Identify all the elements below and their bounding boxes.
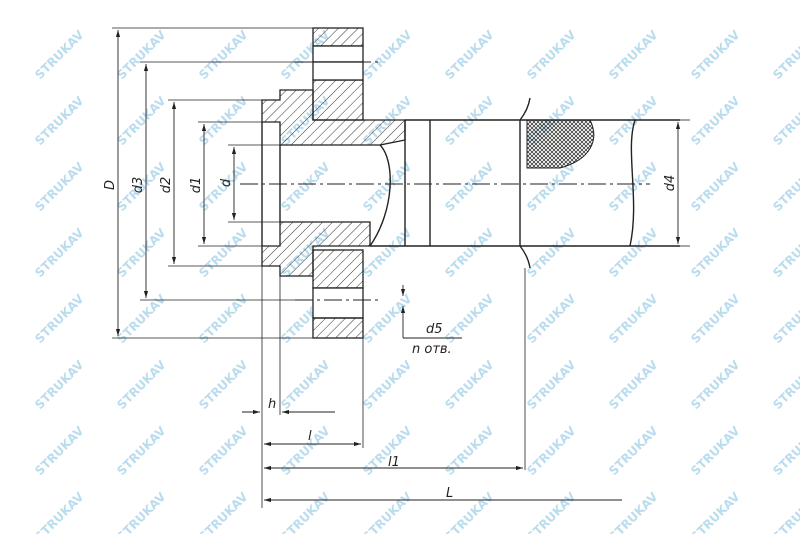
watermark-text: STRUKAV xyxy=(688,423,743,478)
watermark-text: STRUKAV xyxy=(524,291,579,346)
watermark-text: STRUKAV xyxy=(278,357,333,412)
watermark-text: STRUKAV xyxy=(770,93,800,148)
watermark-text: STRUKAV xyxy=(442,357,497,412)
extension-lines xyxy=(112,27,690,508)
watermark-text: STRUKAV xyxy=(196,27,251,82)
watermark-text: STRUKAV xyxy=(770,225,800,280)
watermark-text: STRUKAV xyxy=(688,93,743,148)
watermark-text: STRUKAV xyxy=(606,423,661,478)
label-D: D xyxy=(103,180,118,190)
watermark-text: STRUKAV xyxy=(32,27,87,82)
watermark-text: STRUKAV xyxy=(360,27,415,82)
watermark-text: STRUKAV xyxy=(770,357,800,412)
watermark-text: STRUKAV xyxy=(688,489,743,534)
label-n-holes: n отв. xyxy=(412,342,452,357)
watermark-text: STRUKAV xyxy=(606,27,661,82)
watermark-text: STRUKAV xyxy=(524,27,579,82)
watermark-text: STRUKAV xyxy=(32,291,87,346)
watermark-text: STRUKAV xyxy=(606,225,661,280)
watermark-text: STRUKAV xyxy=(196,357,251,412)
label-d5: d5 xyxy=(426,322,443,337)
watermark-text: STRUKAV xyxy=(32,423,87,478)
label-d4: d4 xyxy=(663,175,678,192)
watermark-text: STRUKAV xyxy=(606,489,661,534)
watermark-text: STRUKAV xyxy=(32,489,87,534)
crosshatch-fill xyxy=(526,119,595,169)
watermark-text: STRUKAV xyxy=(114,357,169,412)
watermark-text: STRUKAV xyxy=(114,93,169,148)
watermark-text: STRUKAV xyxy=(32,93,87,148)
watermark-text: STRUKAV xyxy=(770,489,800,534)
label-d2: d2 xyxy=(159,177,174,194)
watermark-text: STRUKAV xyxy=(770,291,800,346)
watermark-text: STRUKAV xyxy=(770,423,800,478)
watermark-text: STRUKAV xyxy=(524,225,579,280)
watermark-text: STRUKAV xyxy=(524,489,579,534)
watermark-text: STRUKAV xyxy=(770,27,800,82)
watermark-text: STRUKAV xyxy=(114,27,169,82)
label-h: h xyxy=(268,397,276,412)
watermark-text: STRUKAV xyxy=(606,291,661,346)
flange-section xyxy=(261,27,406,339)
watermark-text: STRUKAV xyxy=(360,357,415,412)
watermark-text: STRUKAV xyxy=(688,357,743,412)
watermark-text: STRUKAV xyxy=(688,225,743,280)
watermark-text: STRUKAV xyxy=(606,357,661,412)
watermark-text: STRUKAV xyxy=(32,225,87,280)
watermark-text: STRUKAV xyxy=(196,489,251,534)
label-l: l xyxy=(308,429,312,444)
watermark-text: STRUKAV xyxy=(32,357,87,412)
watermark-layer: STRUKAV STRUKAV STRUKAV STRUKAV STRUKAV STRUK… xyxy=(32,27,800,534)
watermark-text: STRUKAV xyxy=(524,357,579,412)
watermark-text: STRUKAV xyxy=(196,93,251,148)
watermark-text: STRUKAV xyxy=(196,423,251,478)
watermark-text: STRUKAV xyxy=(442,159,497,214)
watermark-text: STRUKAV xyxy=(524,423,579,478)
watermark-text: STRUKAV xyxy=(688,291,743,346)
watermark-text: STRUKAV xyxy=(770,159,800,214)
label-d1: d1 xyxy=(189,177,204,194)
dimension-lines xyxy=(115,30,681,503)
watermark-text: STRUKAV xyxy=(360,489,415,534)
watermark-text: STRUKAV xyxy=(32,159,87,214)
watermark-text: STRUKAV xyxy=(688,27,743,82)
label-l1: l1 xyxy=(388,455,400,470)
watermark-text: STRUKAV xyxy=(688,159,743,214)
watermark-text: STRUKAV xyxy=(278,489,333,534)
label-L: L xyxy=(446,486,453,501)
watermark-text: STRUKAV xyxy=(114,225,169,280)
watermark-text: STRUKAV xyxy=(114,423,169,478)
watermark-text: STRUKAV xyxy=(114,489,169,534)
watermark-text: STRUKAV xyxy=(442,423,497,478)
watermark-text: STRUKAV xyxy=(442,225,497,280)
label-d3: d3 xyxy=(131,177,146,194)
label-d: d xyxy=(219,178,234,187)
watermark-text: STRUKAV xyxy=(278,423,333,478)
watermark-text: STRUKAV xyxy=(278,159,333,214)
watermark-text: STRUKAV xyxy=(196,225,251,280)
watermark-text: STRUKAV xyxy=(442,27,497,82)
